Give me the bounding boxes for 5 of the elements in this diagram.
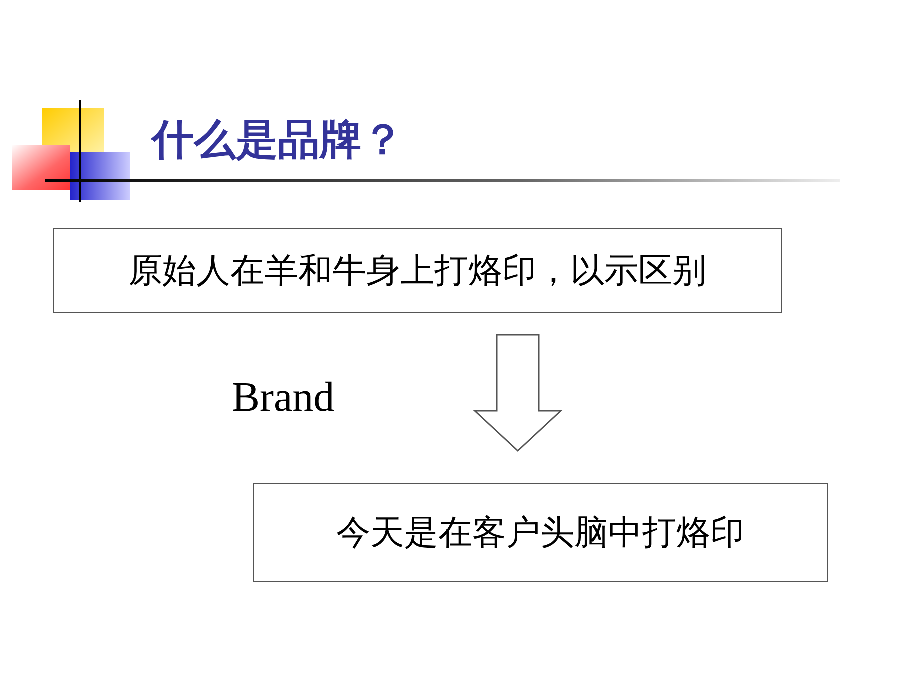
text-box: 今天是在客户头脑中打烙印	[253, 483, 828, 582]
slide-title: 什么是品牌？	[152, 114, 404, 166]
text-box: 原始人在羊和牛身上打烙印，以示区别	[53, 228, 782, 313]
block-arrow	[473, 334, 563, 452]
caption-text: Brand	[232, 374, 335, 422]
